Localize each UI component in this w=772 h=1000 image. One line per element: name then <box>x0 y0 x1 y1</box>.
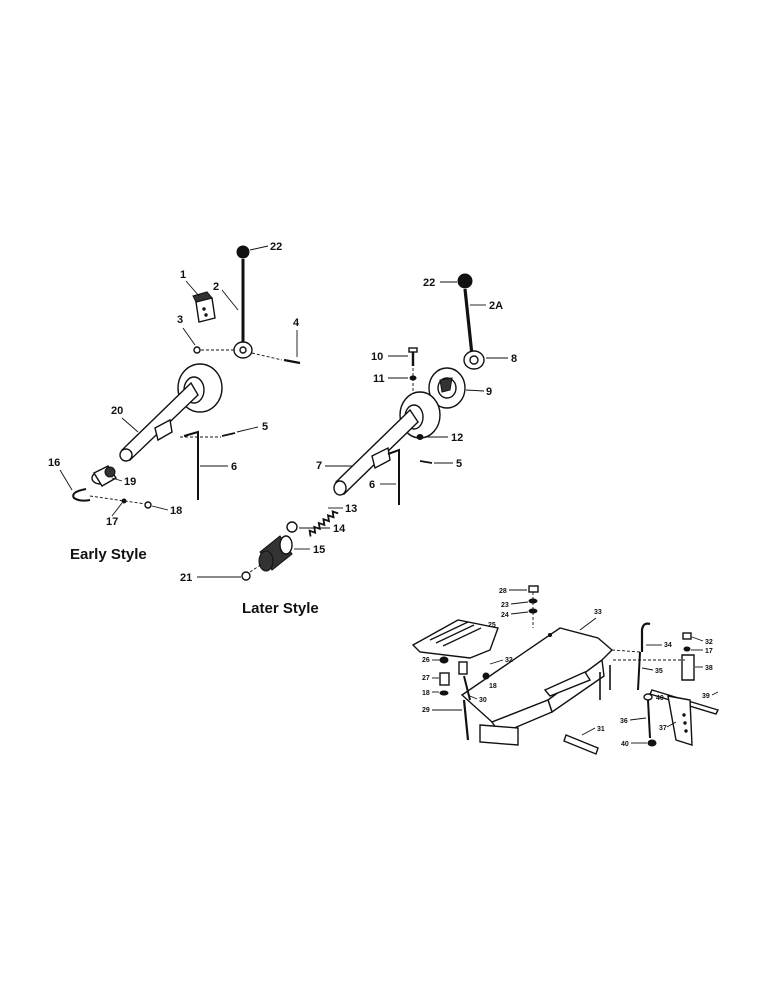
callout-22b: 22 <box>423 277 435 289</box>
callout-10: 10 <box>371 351 383 363</box>
callout-2a: 2A <box>489 300 503 312</box>
callout-17: 17 <box>106 516 118 528</box>
callout-21: 21 <box>180 572 192 584</box>
ball-part <box>193 346 201 354</box>
callout-40b: 40 <box>621 741 629 748</box>
callout-38: 38 <box>705 665 713 672</box>
callout-17: 17 <box>705 648 713 655</box>
callout-23: 23 <box>501 602 509 609</box>
callout-39: 39 <box>702 693 710 700</box>
caption-later-style: Later Style <box>242 600 319 617</box>
callout-6b: 6 <box>369 479 375 491</box>
callout-16: 16 <box>48 457 60 469</box>
lever-rod-part <box>640 622 651 652</box>
callout-4: 4 <box>293 317 300 329</box>
callout-31: 31 <box>597 726 605 733</box>
bolt-part <box>283 358 301 365</box>
callout-14: 14 <box>333 523 346 535</box>
callout-37: 37 <box>659 725 667 732</box>
callout-6: 6 <box>231 461 237 473</box>
threaded-rod-part <box>563 734 599 755</box>
callout-28: 28 <box>499 588 507 595</box>
callout-22: 22 <box>270 241 282 253</box>
callout-27: 27 <box>422 675 430 682</box>
callout-3: 3 <box>177 314 183 326</box>
callout-25: 25 <box>488 622 496 629</box>
early-style-assembly: 22 2 1 3 4 20 <box>48 241 301 563</box>
callout-32b: 32 <box>705 639 713 646</box>
callout-5: 5 <box>262 421 268 433</box>
callout-19: 19 <box>124 476 136 488</box>
callout-5b: 5 <box>456 458 462 470</box>
callout-12: 12 <box>451 432 463 444</box>
ball-part <box>286 521 298 533</box>
callout-15: 15 <box>313 544 325 556</box>
callout-11: 11 <box>373 373 385 385</box>
callout-20: 20 <box>111 405 123 417</box>
callout-18: 18 <box>170 505 182 517</box>
clevis-part <box>72 488 91 502</box>
frame-assembly: 33 28 23 24 25 26 32 18 27 <box>411 585 719 755</box>
callout-18b: 18 <box>422 690 430 697</box>
gate-plate-part <box>411 619 499 659</box>
shift-lever-part <box>463 288 474 356</box>
knob-part <box>457 273 473 289</box>
shaft-part <box>121 381 199 462</box>
callout-35: 35 <box>655 668 663 675</box>
callout-2: 2 <box>213 281 219 293</box>
callout-18a: 18 <box>489 683 497 690</box>
knob-part <box>236 245 250 259</box>
callout-7: 7 <box>316 460 322 472</box>
rod-part <box>183 430 199 500</box>
callout-29: 29 <box>422 707 430 714</box>
callout-13: 13 <box>345 503 357 515</box>
callout-36: 36 <box>620 718 628 725</box>
callout-8: 8 <box>511 353 517 365</box>
callout-32a: 32 <box>505 657 513 664</box>
stud-part <box>462 699 470 741</box>
callout-30: 30 <box>479 697 487 704</box>
spring-part <box>308 510 339 537</box>
side-bracket-part <box>667 695 693 746</box>
shaft-part <box>335 408 419 496</box>
caption-early-style: Early Style <box>70 546 147 563</box>
callout-40a: 40 <box>656 695 664 702</box>
callout-9: 9 <box>486 386 492 398</box>
callout-26: 26 <box>422 657 430 664</box>
rod-part <box>387 448 400 505</box>
callout-1: 1 <box>180 269 186 281</box>
callout-24: 24 <box>501 612 509 619</box>
callout-33: 33 <box>594 609 602 616</box>
later-style-assembly: 22 2A 8 9 10 11 12 7 <box>180 273 517 617</box>
callout-34: 34 <box>664 642 672 649</box>
